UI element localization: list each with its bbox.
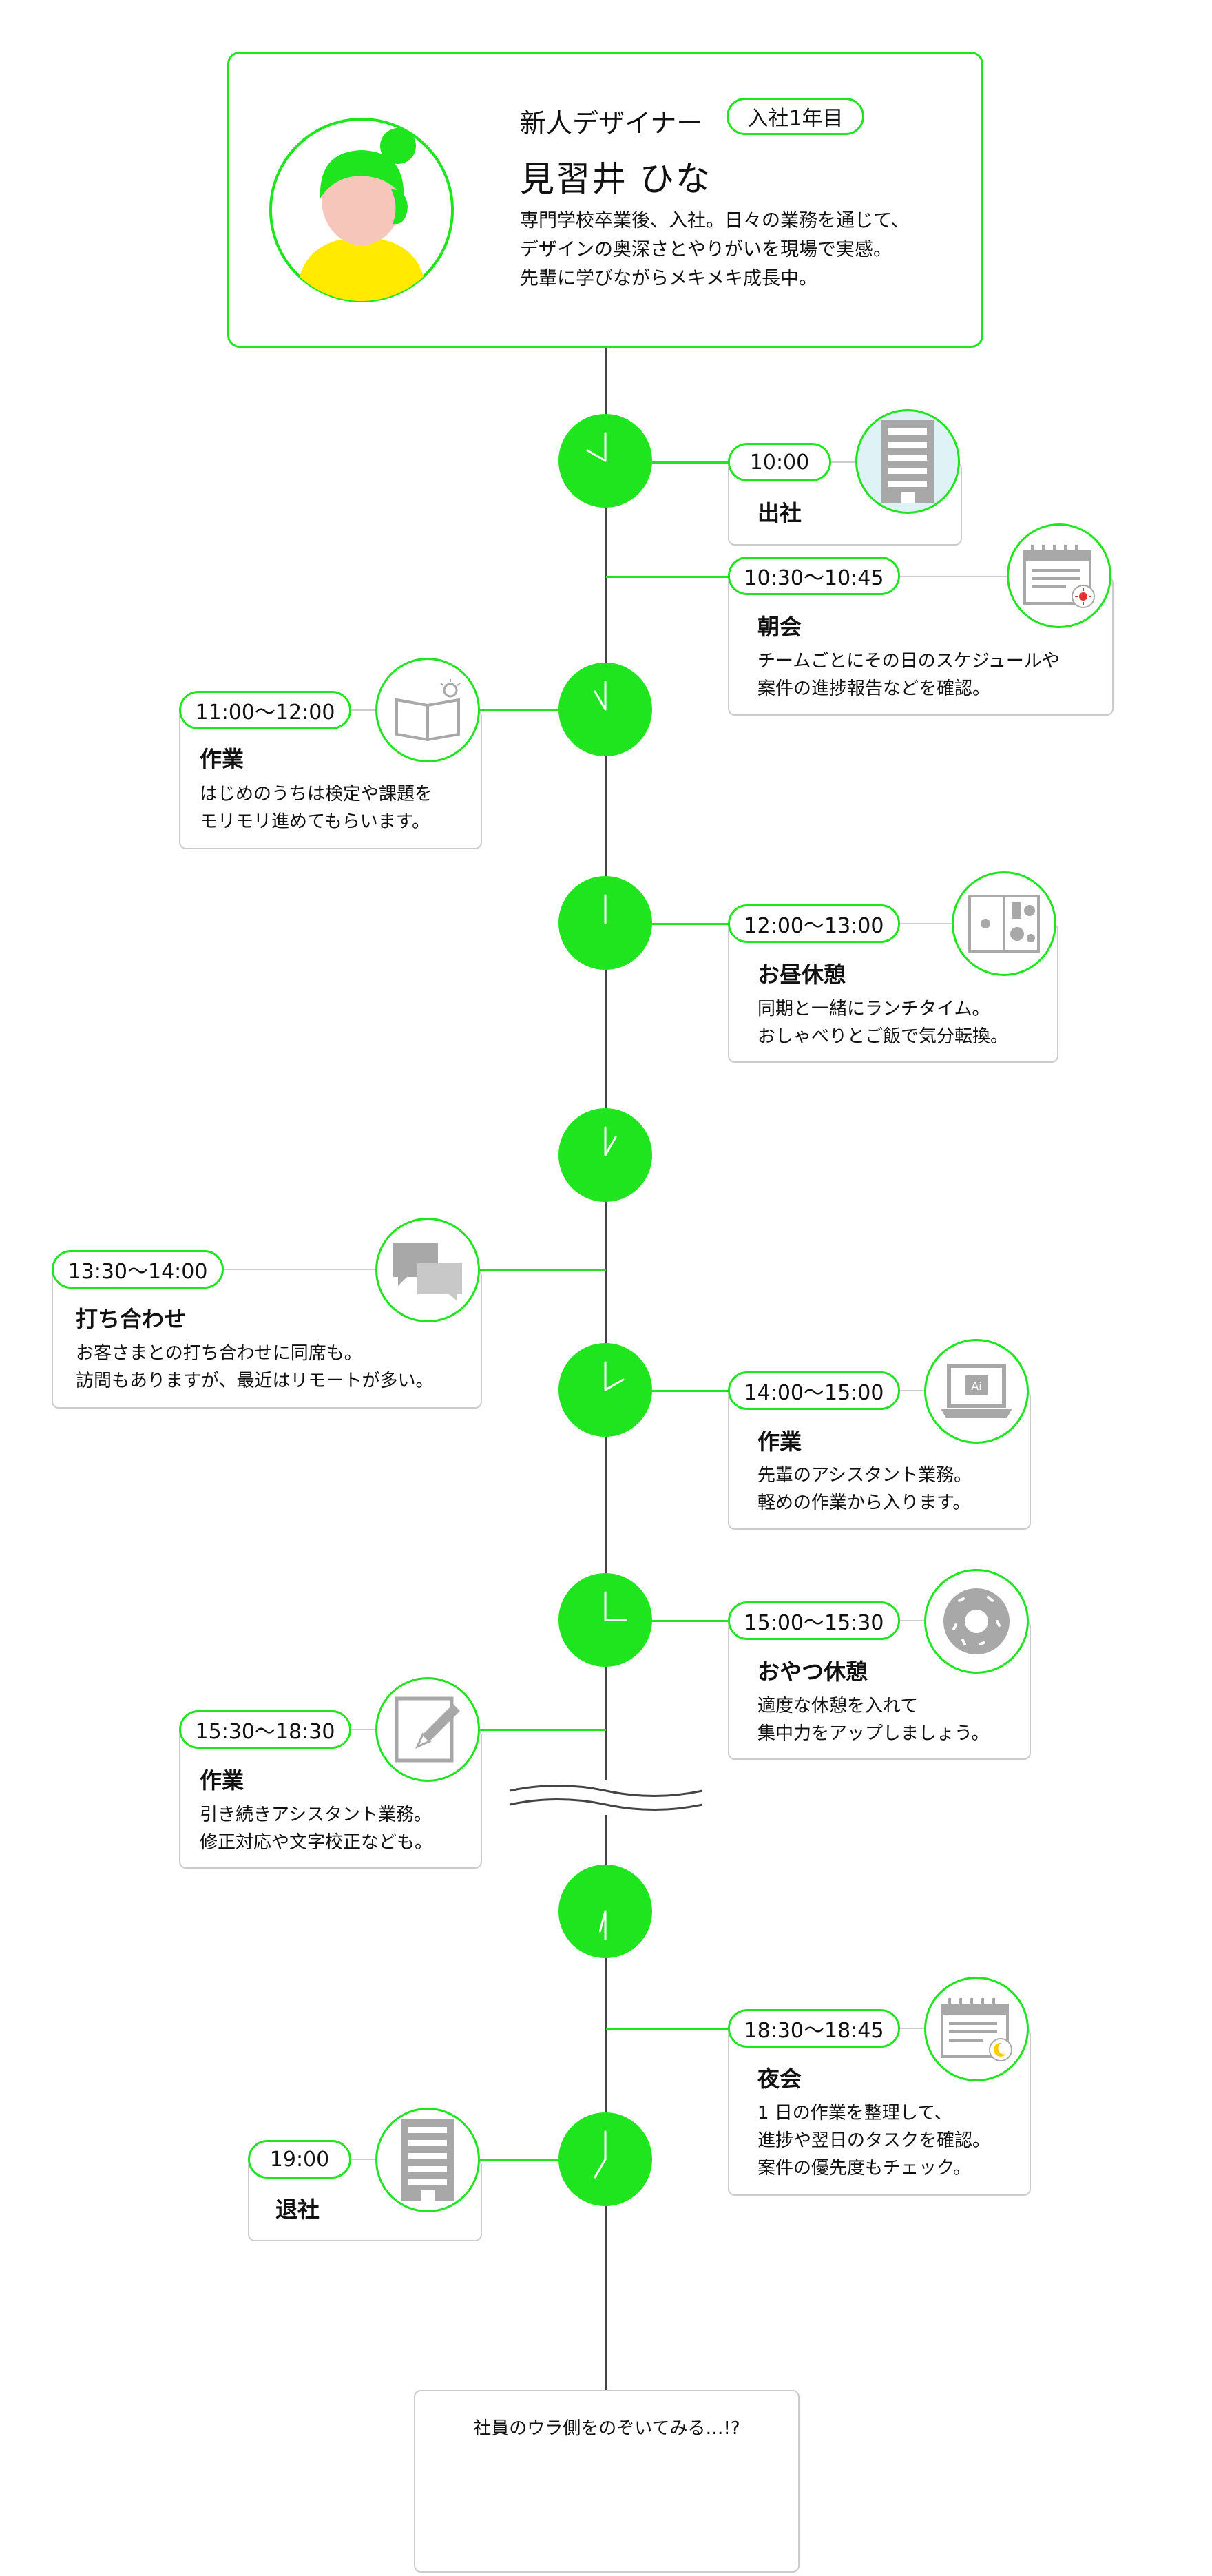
event-description: 1 日の作業を整理して、 進捗や翌日のタスクを確認。 案件の優先度もチェック。 (758, 2103, 991, 2179)
event-title: お昼休憩 (758, 962, 846, 988)
footer-box[interactable] (414, 2390, 800, 2573)
connector (479, 2159, 560, 2161)
event-description: はじめのうちは検定や課題を モリモリ進めてもらいます。 (200, 784, 433, 832)
chat-bubbles-icon (375, 1218, 480, 1322)
clock (558, 1865, 652, 1958)
event-title: 作業 (200, 1767, 244, 1794)
event-time: 12:00〜13:00 (728, 904, 900, 943)
office-building-icon (855, 409, 960, 514)
connector (479, 1269, 606, 1271)
clock (558, 1573, 652, 1667)
clock-hour-hand (594, 690, 607, 711)
clock-hands (604, 1361, 625, 1391)
event-time: 15:30〜18:30 (179, 1710, 351, 1749)
profile-badge: 入社1年目 (727, 98, 864, 135)
connector (652, 461, 731, 464)
event-description: 同期と一緒にランチタイム。 おしゃべりとご飯で気分転換。 (758, 999, 1009, 1047)
pencil-paper-icon (375, 1677, 480, 1782)
clock-hour-hand (586, 449, 607, 462)
clock-hour-hand (594, 2158, 607, 2179)
clock (558, 663, 652, 756)
connector (606, 576, 731, 578)
clock (558, 2112, 652, 2206)
calendar-moon-icon (924, 1977, 1029, 2081)
event-description: チームごとにその日のスケジュールや 案件の進捗報告などを確認。 (758, 651, 1060, 699)
event-time: 10:00 (728, 443, 831, 481)
office-building-icon (375, 2108, 480, 2212)
lunch-tray-icon (952, 871, 1056, 976)
connector (479, 709, 560, 711)
clock (558, 1343, 652, 1437)
book-lightbulb-icon (375, 658, 480, 762)
clock (558, 414, 652, 508)
event-description: 引き続きアシスタント業務。 修正対応や文字校正なども。 (200, 1805, 433, 1853)
event-description: 適度な休憩を入れて 集中力をアップしましょう。 (758, 1696, 990, 1744)
event-time: 13:30〜14:00 (52, 1250, 224, 1289)
clock-hour-hand (604, 1378, 625, 1391)
clock-hands (594, 2130, 607, 2179)
event-title: 夜会 (758, 2066, 802, 2092)
clock-hands (594, 681, 607, 711)
event-time: 18:30〜18:45 (728, 2009, 900, 2048)
clock-hands (604, 1126, 617, 1156)
profile-description: 専門学校卒業後、入社。日々の業務を通じて、 デザインの奥深さとやりがいを現場で実… (520, 210, 910, 289)
calendar-sun-icon (1007, 523, 1111, 628)
clock-hands (604, 1591, 627, 1621)
connector (652, 1620, 731, 1622)
clock-hour-hand (604, 1136, 617, 1156)
laptop-ai-icon: Ai (924, 1339, 1029, 1444)
profile-name: 見習井 ひな (520, 159, 711, 199)
timeline-break (506, 1780, 706, 1815)
connector (652, 923, 731, 925)
event-title: 作業 (200, 746, 244, 772)
event-title: 出社 (758, 500, 802, 526)
event-title: 退社 (275, 2196, 320, 2223)
connector (479, 1729, 606, 1731)
clock-hour-hand (598, 1910, 607, 1933)
clock (558, 876, 652, 970)
clock-hands (604, 894, 607, 924)
avatar (269, 117, 454, 303)
event-time: 19:00 (248, 2140, 351, 2179)
donut-icon (924, 1569, 1029, 1674)
event-time: 10:30〜10:45 (728, 557, 900, 595)
event-description: お客さまとの打ち合わせに同席も。 訪問もありますが、最近はリモートが多い。 (76, 1343, 434, 1391)
event-title: 作業 (758, 1429, 802, 1455)
clock (558, 1108, 652, 1202)
profile-role: 新人デザイナー (520, 108, 703, 138)
event-time: 14:00〜15:00 (728, 1371, 900, 1410)
event-title: 打ち合わせ (76, 1306, 187, 1332)
footer-text[interactable]: 社員のウラ側をのぞいてみる…!? (473, 2418, 740, 2439)
connector (606, 2028, 731, 2030)
event-time: 15:00〜15:30 (728, 1601, 900, 1640)
connector (652, 1390, 731, 1392)
clock-hands (598, 1910, 607, 1940)
clock-hands (586, 432, 607, 462)
event-description: 先輩のアシスタント業務。 軽めの作業から入ります。 (758, 1465, 972, 1513)
event-time: 11:00〜12:00 (179, 691, 351, 729)
event-title: おやつ休憩 (758, 1659, 868, 1685)
event-title: 朝会 (758, 614, 802, 640)
svg-text:Ai: Ai (971, 1380, 981, 1393)
